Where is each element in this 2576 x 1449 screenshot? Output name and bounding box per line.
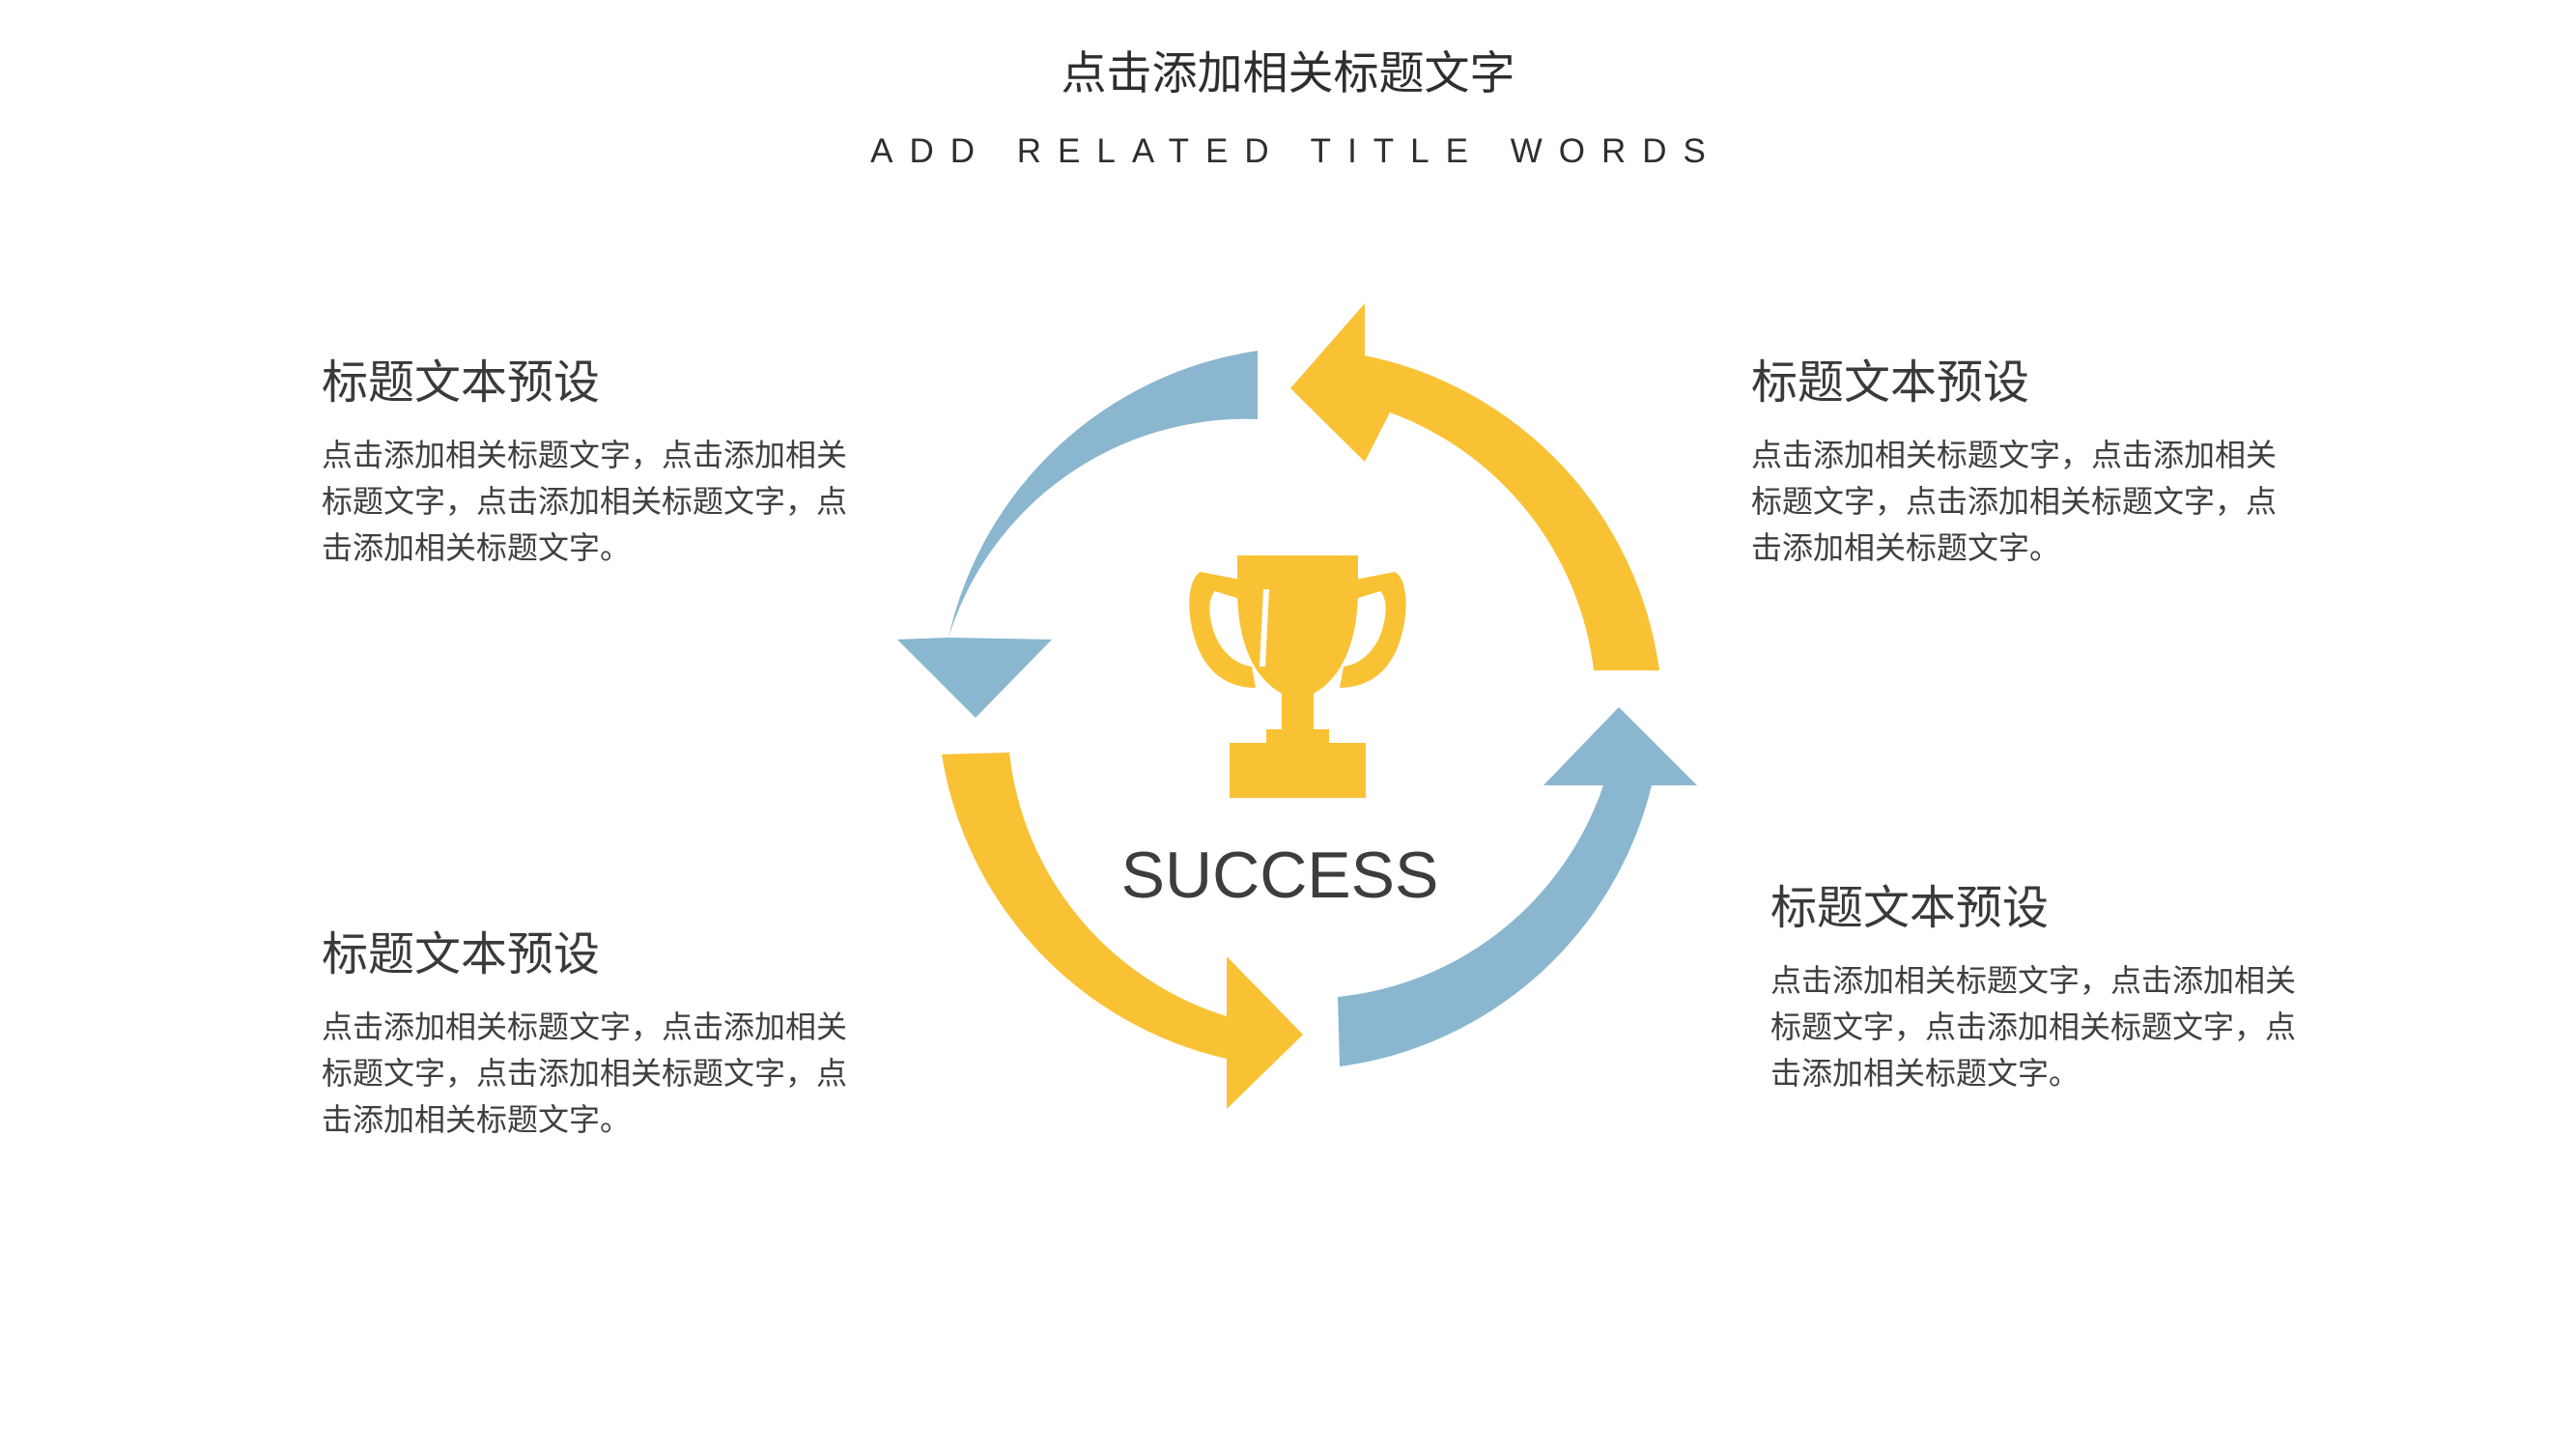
- page-subtitle: ADD RELATED TITLE WORDS: [870, 132, 1722, 170]
- block-body: 点击添加相关标题文字，点击添加相关标题文字，点击添加相关标题文字，点击添加相关标…: [322, 437, 848, 566]
- trophy-highlight: [1260, 589, 1269, 667]
- text-block-bottom-right: 标题文本预设 点击添加相关标题文字，点击添加相关标题文字，点击添加相关标题文字，…: [1770, 876, 2311, 1096]
- block-body: 点击添加相关标题文字，点击添加相关标题文字，点击添加相关标题文字，点击添加相关标…: [322, 1009, 848, 1138]
- text-block-bottom-left: 标题文本预设 点击添加相关标题文字，点击添加相关标题文字，点击添加相关标题文字，…: [322, 923, 863, 1143]
- block-body: 点击添加相关标题文字，点击添加相关标题文字，点击添加相关标题文字，点击添加相关标…: [1751, 437, 2278, 566]
- arrow-bottom-right: [1338, 707, 1697, 1066]
- cycle-diagram: [897, 303, 1697, 1109]
- arrow-top-left: [897, 351, 1258, 718]
- block-heading: 标题文本预设: [322, 927, 601, 981]
- arrow-bottom-left: [942, 753, 1303, 1109]
- block-heading: 标题文本预设: [1770, 881, 2050, 935]
- block-body: 点击添加相关标题文字，点击添加相关标题文字，点击添加相关标题文字，点击添加相关标…: [1770, 962, 2297, 1092]
- text-block-top-right: 标题文本预设 点击添加相关标题文字，点击添加相关标题文字，点击添加相关标题文字，…: [1751, 351, 2292, 571]
- success-label: SUCCESS: [1120, 838, 1439, 912]
- text-block-top-left: 标题文本预设 点击添加相关标题文字，点击添加相关标题文字，点击添加相关标题文字，…: [322, 351, 863, 571]
- block-heading: 标题文本预设: [1751, 355, 2030, 410]
- page-title: 点击添加相关标题文字: [1061, 47, 1515, 100]
- arrow-top-right: [1290, 303, 1659, 670]
- trophy-icon: [1189, 555, 1406, 798]
- block-heading: 标题文本预设: [322, 355, 601, 410]
